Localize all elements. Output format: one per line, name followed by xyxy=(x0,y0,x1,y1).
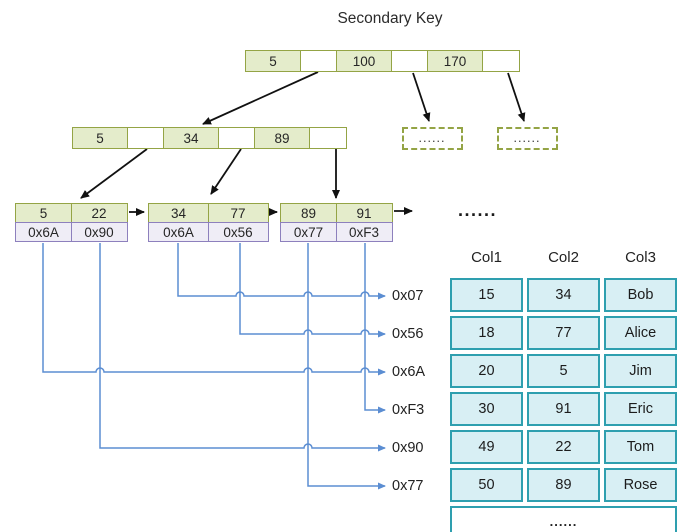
table-cell: 18 xyxy=(450,316,523,350)
root-node: 5 100 170 xyxy=(245,50,520,72)
table-cell: 22 xyxy=(527,430,600,464)
arrow-internal-to-leaf2 xyxy=(210,148,242,195)
root-key-cell: 100 xyxy=(336,50,392,72)
line-leaf1p1-to-0x6A xyxy=(42,243,386,376)
table-cell: 50 xyxy=(450,468,523,502)
internal-pointer-cell xyxy=(308,127,347,149)
line-leaf3p1-to-0x77 xyxy=(307,243,386,490)
diagram-title: Secondary Key xyxy=(337,10,443,27)
pointer-lines xyxy=(42,243,386,490)
address-label: 0x77 xyxy=(392,478,424,494)
leaf-key-cell: 91 xyxy=(335,203,393,223)
table-cell: Jim xyxy=(604,354,677,388)
internal-node: 5 34 89 xyxy=(72,127,347,149)
address-label: 0x56 xyxy=(392,326,424,342)
table-cell: Tom xyxy=(604,430,677,464)
leaf-key-cell: 34 xyxy=(148,203,209,223)
leaf-pointer-cell: 0xF3 xyxy=(335,222,393,242)
leaf-key-cell: 22 xyxy=(70,203,128,223)
leaf-pointer-cell: 0x56 xyxy=(207,222,269,242)
line-leaf2p2-to-0x56 xyxy=(239,243,386,338)
root-pointer-cell xyxy=(390,50,429,72)
arrow-root-to-dashed-right xyxy=(507,72,526,122)
line-leaf3p2-to-0xF3 xyxy=(364,243,386,414)
root-key-cell: 170 xyxy=(427,50,483,72)
root-pointer-cell xyxy=(299,50,338,72)
table-cell: 15 xyxy=(450,278,523,312)
leaf-key-cell: 89 xyxy=(280,203,337,223)
address-label: 0x90 xyxy=(392,440,424,456)
leaf-node-1: 5 22 0x6A 0x90 xyxy=(15,203,128,242)
arrow-root-to-internal xyxy=(202,71,319,125)
internal-key-cell: 34 xyxy=(163,127,219,149)
leaf-node-2: 34 77 0x6A 0x56 xyxy=(148,203,269,242)
record-table: 15 34 Bob 18 77 Alice 20 5 Jim 30 91 Eri… xyxy=(450,278,677,502)
internal-pointer-cell xyxy=(126,127,165,149)
table-cell: 49 xyxy=(450,430,523,464)
arrow-internal-to-leaf1 xyxy=(80,148,148,199)
leaf-pointer-cell: 0x90 xyxy=(70,222,128,242)
leaf-pointer-cell: 0x6A xyxy=(15,222,72,242)
table-cell: 30 xyxy=(450,392,523,426)
table-header-col1: Col1 xyxy=(471,249,502,266)
leaf-pointer-cell: 0x77 xyxy=(280,222,337,242)
root-key-cell: 5 xyxy=(245,50,301,72)
table-cell: Rose xyxy=(604,468,677,502)
dashed-node-left: ...... xyxy=(402,127,463,150)
leaf-level-ellipsis: ...... xyxy=(458,200,498,220)
internal-key-cell: 89 xyxy=(254,127,310,149)
leaf-pointer-cell: 0x6A xyxy=(148,222,209,242)
table-cell: 77 xyxy=(527,316,600,350)
table-ellipsis-row: ...... xyxy=(450,506,677,532)
table-cell: Alice xyxy=(604,316,677,350)
leaf-key-cell: 77 xyxy=(207,203,269,223)
internal-pointer-cell xyxy=(217,127,256,149)
table-cell: 89 xyxy=(527,468,600,502)
leaf-node-3: 89 91 0x77 0xF3 xyxy=(280,203,393,242)
root-pointer-cell xyxy=(481,50,520,72)
table-header-col2: Col2 xyxy=(548,249,579,266)
table-cell: 34 xyxy=(527,278,600,312)
table-cell: 5 xyxy=(527,354,600,388)
arrow-root-to-dashed-left xyxy=(412,72,431,122)
address-label: 0x6A xyxy=(392,364,426,380)
tree-arrows xyxy=(80,71,526,216)
address-label: 0x07 xyxy=(392,288,424,304)
table-cell: Bob xyxy=(604,278,677,312)
table-cell: 91 xyxy=(527,392,600,426)
table-cell: 20 xyxy=(450,354,523,388)
address-label: 0xF3 xyxy=(392,402,425,418)
internal-key-cell: 5 xyxy=(72,127,128,149)
leaf-key-cell: 5 xyxy=(15,203,72,223)
dashed-node-right: ...... xyxy=(497,127,558,150)
line-leaf1p2-to-0x90 xyxy=(99,243,386,452)
table-header-col3: Col3 xyxy=(625,249,656,266)
line-leaf2p1-to-0x07 xyxy=(177,243,386,300)
table-cell: Eric xyxy=(604,392,677,426)
